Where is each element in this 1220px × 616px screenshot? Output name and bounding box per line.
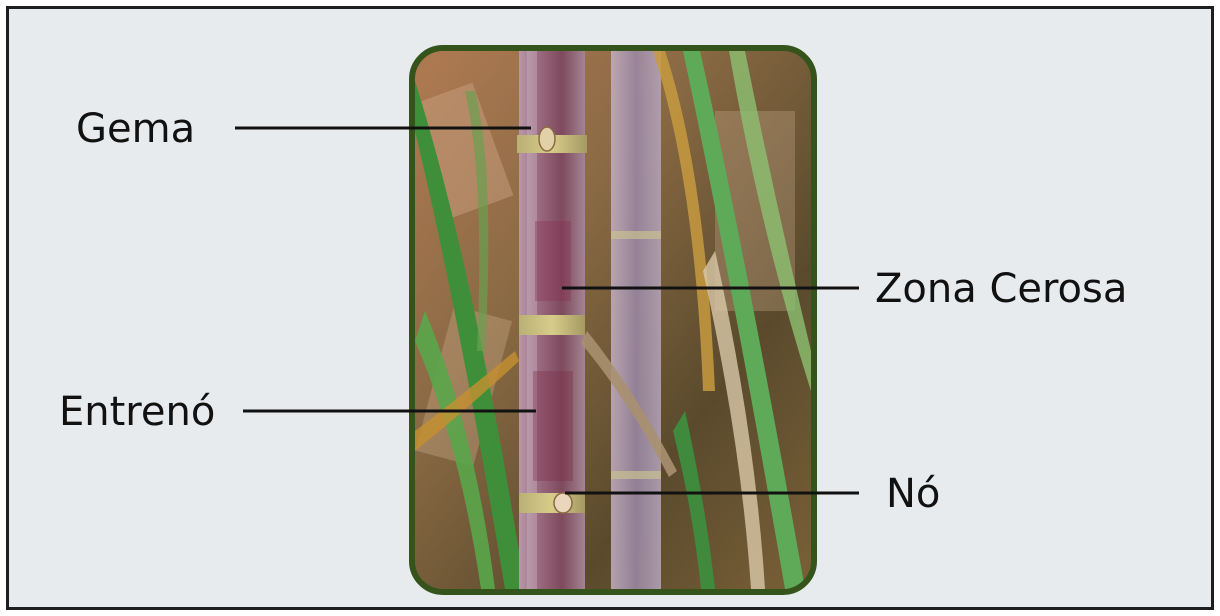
label-zona-cerosa: Zona Cerosa — [875, 269, 1127, 309]
diagram-frame: Gema Zona Cerosa Entrenó Nó — [6, 6, 1214, 610]
label-gema: Gema — [76, 109, 195, 149]
label-no: Nó — [886, 474, 940, 514]
label-entreno: Entrenó — [59, 392, 215, 432]
